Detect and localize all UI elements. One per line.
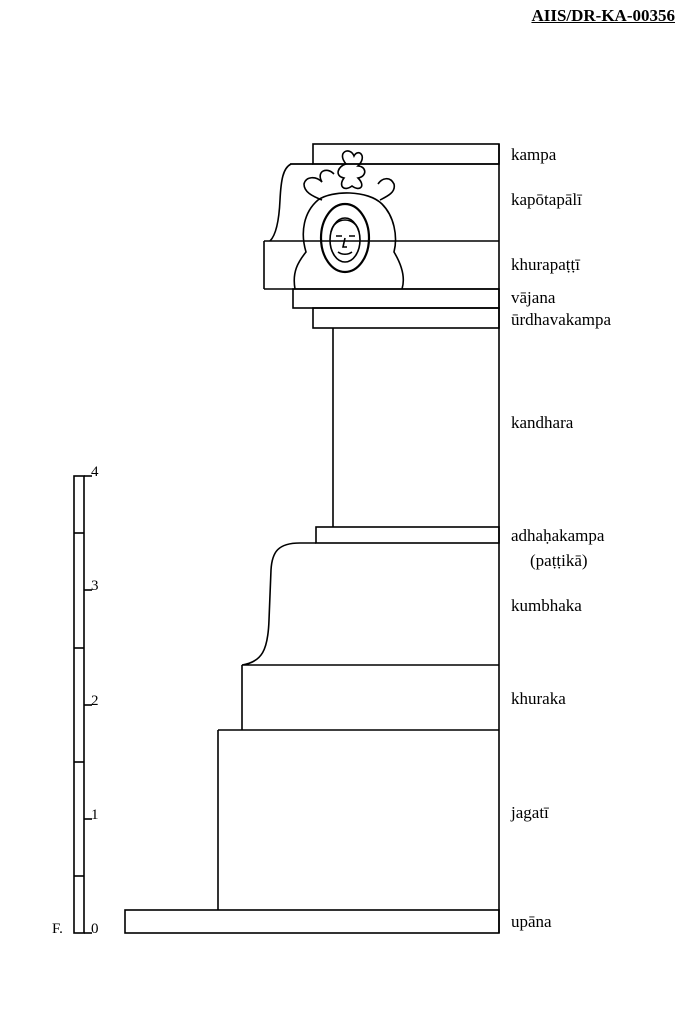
kudu-finial [337,150,366,190]
scale-label-2: 2 [91,693,99,709]
kudu-right-scroll [377,177,396,201]
kudu-face-outline [329,217,361,263]
label-pattika: (paṭṭikā) [530,551,588,570]
kapotapali-cornice-curve [269,163,313,242]
kudu-face-nose [342,237,347,248]
scale-label-3: 3 [91,578,99,594]
adhahakampa-band [315,526,500,544]
scale-unit-label: F. [52,921,63,937]
scale-label-0: 0 [91,921,99,937]
label-khuraka: khuraka [511,689,566,708]
document-id: AIIS/DR-KA-00356 [531,6,675,25]
label-kampa: kampa [511,145,557,164]
vajana-band [292,288,500,309]
label-vajana: vājana [511,288,556,307]
label-jagati: jagatī [510,803,549,822]
kudu-arch [293,150,405,290]
kudu-outer-arch [293,192,405,290]
kudu-left-scroll [303,169,335,201]
kumbhaka-profile [241,542,499,666]
upana-band [124,909,500,934]
label-adhahakampa: adhaḥakampa [511,526,605,545]
kudu-face-frame [319,202,371,274]
kampa-band [312,143,500,165]
label-kandhara: kandhara [511,413,574,432]
scale-bar-frame [73,475,85,934]
label-kumbhaka: kumbhaka [511,596,582,615]
kudu-face-hair [330,219,360,233]
scale-bar [73,475,92,934]
label-khurapatti: khurapaṭṭī [511,255,580,274]
label-urdhavakampa: ūrdhavakampa [511,310,612,329]
kudu-face-mouth [337,251,353,256]
scale-label-1: 1 [91,807,99,823]
urdhavakampa-band [312,307,500,329]
label-kapotapali: kapōtapālī [511,190,582,209]
scale-label-4: 4 [91,464,99,480]
label-upana: upāna [511,912,552,931]
